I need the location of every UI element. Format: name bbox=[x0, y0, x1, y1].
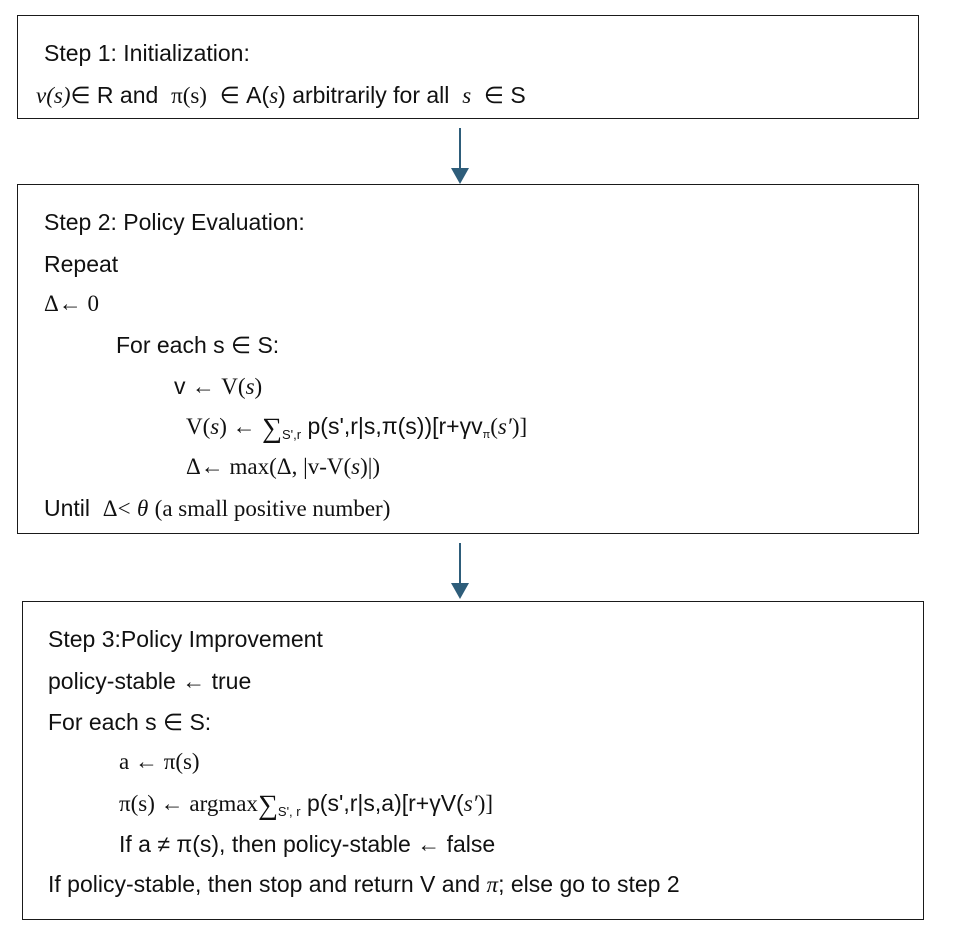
a-assign-line: a ← π(s) bbox=[119, 749, 200, 774]
sum-symbol: ∑ bbox=[262, 413, 283, 444]
delta-init: Δ← 0 bbox=[44, 291, 100, 316]
argmax-line: π(s) ← argmax∑S', r p(s',r|s,a)[r+γV(s′)… bbox=[119, 790, 494, 821]
step1-box: Step 1: Initialization: v(s)∈ R and π(s)… bbox=[17, 15, 919, 119]
step3-title: Step 3:Policy Improvement bbox=[48, 626, 323, 652]
arrow-step2-to-step3 bbox=[451, 543, 469, 599]
in-R-text: ∈ R and bbox=[70, 82, 159, 108]
step3-box: Step 3:Policy Improvement policy-stable … bbox=[22, 601, 924, 920]
in-S-text: ∈ S bbox=[483, 82, 526, 108]
in-A-text: ∈ A( bbox=[219, 82, 270, 108]
delta-update-line: Δ← max(Δ, |v-V(s)|) bbox=[186, 454, 381, 479]
for-each-s-step3: For each s ∈ S: bbox=[48, 709, 212, 735]
bellman-update-line: V(s) ← ∑S',r p(s',r|s,π(s))[r+γvπ(s′)] bbox=[186, 413, 528, 444]
repeat-label: Repeat bbox=[44, 251, 119, 277]
s-symbol-2: s bbox=[462, 83, 472, 108]
sum-symbol: ∑ bbox=[257, 790, 278, 821]
pi-of-s: π(s) bbox=[171, 83, 207, 108]
arbitrarily-text: ) arbitrarily for all bbox=[278, 82, 450, 108]
for-each-s: For each s ∈ S: bbox=[116, 332, 280, 358]
step2-title: Step 2: Policy Evaluation: bbox=[44, 209, 305, 235]
final-return-line: If policy-stable, then stop and return V… bbox=[48, 871, 680, 897]
v-assign-line: v ← V(s) bbox=[174, 373, 263, 399]
policy-stable-init: policy-stable ← true bbox=[48, 668, 252, 694]
if-unstable-line: If a ≠ π(s), then policy-stable ← false bbox=[119, 831, 496, 857]
s-symbol: s bbox=[269, 83, 279, 108]
step1-init-line: v(s)∈ R and π(s) ∈ A(s) arbitrarily for … bbox=[36, 80, 526, 111]
until-line: Until Δ< θ (a small positive number) bbox=[44, 495, 391, 521]
arrow-step1-to-step2 bbox=[451, 128, 469, 184]
v-of-s: v(s) bbox=[36, 83, 71, 108]
step1-title: Step 1: Initialization: bbox=[44, 40, 250, 66]
step2-box: Step 2: Policy Evaluation: Repeat Δ← 0 F… bbox=[17, 184, 919, 534]
